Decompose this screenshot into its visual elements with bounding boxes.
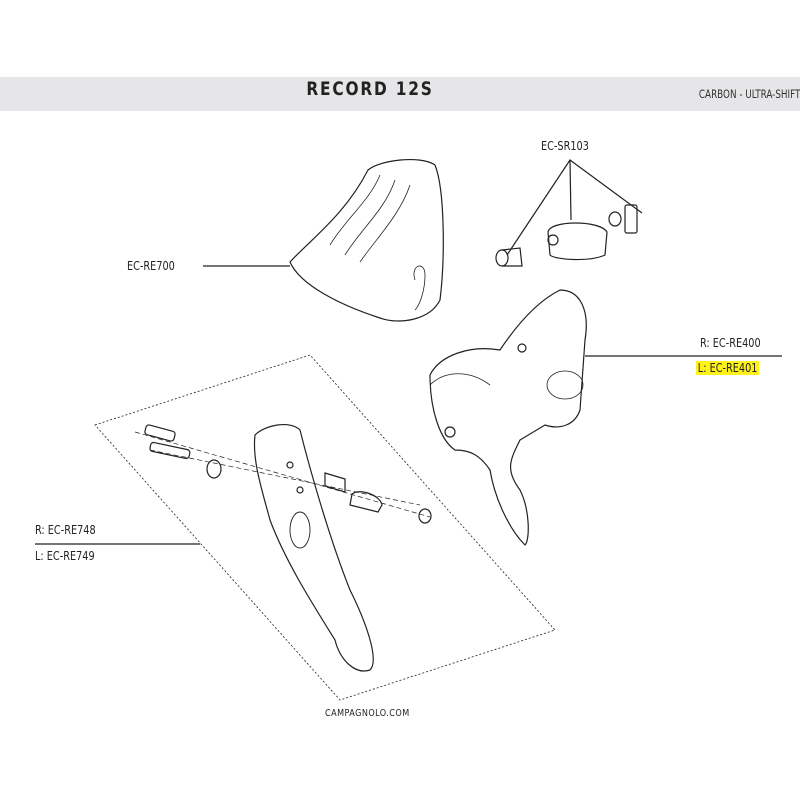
page-title: RECORD 12S (306, 78, 434, 100)
hood-part (289, 159, 444, 322)
clamp-kit-part (495, 204, 638, 267)
pins-and-bushings (134, 424, 432, 524)
lever-group-box (94, 354, 556, 701)
shifter-body-part (429, 289, 587, 546)
label-hood: EC-RE700 (127, 259, 175, 273)
label-body-right: R: EC-RE400 (700, 336, 761, 350)
label-lever-right: R: EC-RE748 (35, 523, 96, 537)
leader-clamp-outer (506, 159, 643, 256)
label-lever-left: L: EC-RE749 (35, 549, 95, 563)
leader-clamp-mid (569, 159, 572, 221)
website-link: CAMPAGNOLO.COM (325, 708, 410, 719)
header-band (0, 77, 800, 111)
label-body-left: L: EC-RE401 (696, 361, 760, 375)
page-subtitle: CARBON - ULTRA-SHIFT (698, 87, 800, 101)
brake-lever-part (253, 423, 374, 672)
label-clamp-kit: EC-SR103 (541, 139, 589, 153)
